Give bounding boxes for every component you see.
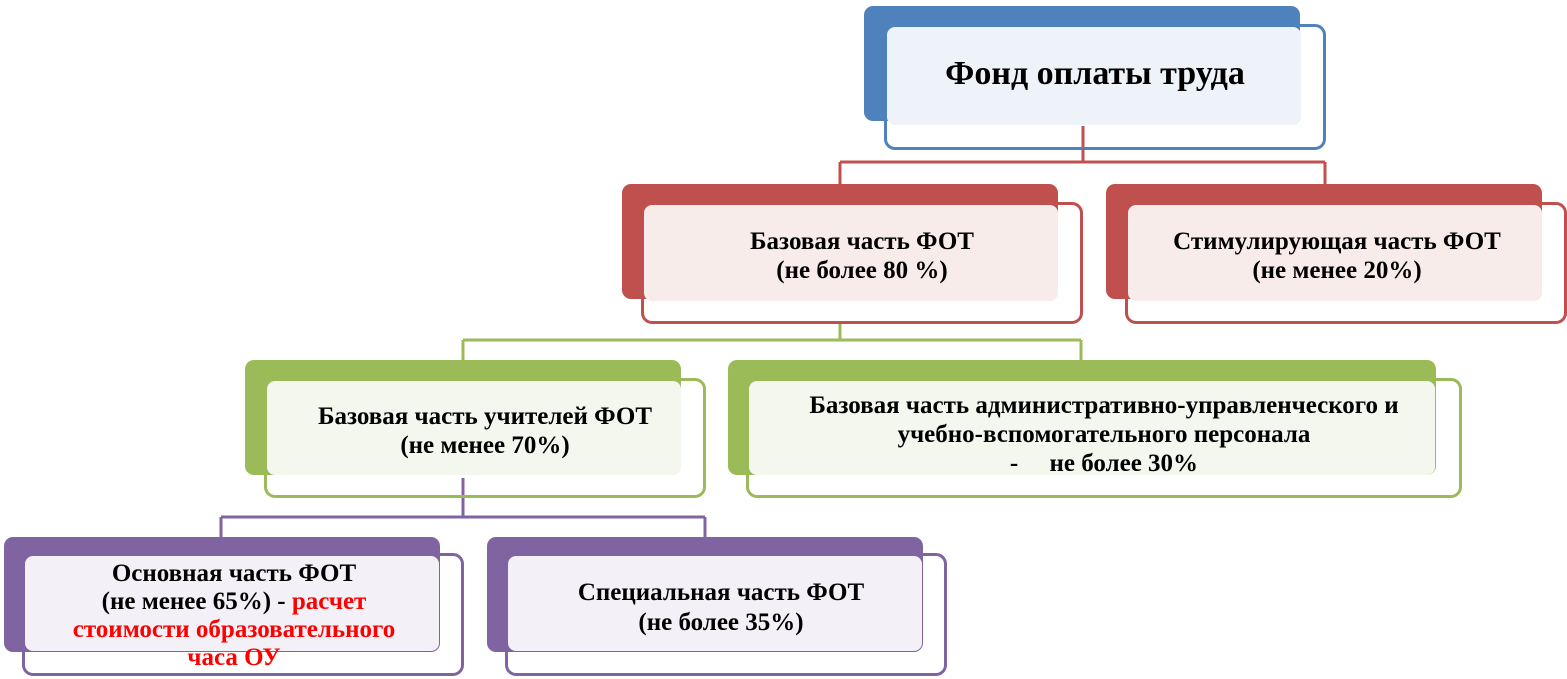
main-line3: стоимости образовательного bbox=[72, 615, 396, 643]
main-line2-red: расчет bbox=[291, 587, 367, 615]
base-node-box: Базовая часть ФОТ (не более 80 %) bbox=[641, 202, 1083, 324]
root-node-box: Фонд оплаты труда bbox=[884, 24, 1326, 150]
special-line2: (не более 35%) bbox=[638, 608, 804, 636]
teachers-line1: Базовая часть учителей ФОТ bbox=[317, 402, 653, 430]
main-line1: Основная часть ФОТ bbox=[111, 559, 357, 587]
stim-line2: (не менее 20%) bbox=[1252, 257, 1422, 284]
teachers-line2: (не менее 70%) bbox=[400, 432, 570, 459]
root-title: Фонд оплаты труда bbox=[945, 54, 1245, 92]
connector-base-to-level2 bbox=[461, 322, 1083, 360]
main-node-box: Основная часть ФОТ (не менее 65%) - расч… bbox=[22, 553, 464, 676]
stim-node-box: Стимулирующая часть ФОТ (не менее 20%) bbox=[1125, 202, 1567, 324]
main-line2-black: (не менее 65%) - bbox=[101, 587, 292, 615]
admin-node-box: Базовая часть административно-управленче… bbox=[746, 378, 1462, 498]
base-line2: (не более 80 %) bbox=[776, 257, 948, 284]
stim-line1: Стимулирующая часть ФОТ bbox=[1173, 227, 1501, 255]
teachers-node-box: Базовая часть учителей ФОТ (не менее 70%… bbox=[264, 378, 706, 498]
base-line1: Базовая часть ФОТ bbox=[750, 227, 974, 255]
main-line2: (не менее 65%) - расчет bbox=[73, 588, 395, 616]
special-line1: Специальная часть ФОТ bbox=[577, 579, 865, 606]
special-node-box: Специальная часть ФОТ (не более 35%) bbox=[505, 553, 947, 676]
admin-line2: учебно-вспомогательного персонала bbox=[897, 420, 1311, 448]
main-line4: часа ОУ bbox=[187, 643, 281, 671]
connector-root-to-level1 bbox=[838, 126, 1327, 184]
admin-line1: Базовая часть административно-управленче… bbox=[809, 391, 1399, 419]
admin-line3: - не более 30% bbox=[1009, 449, 1199, 477]
